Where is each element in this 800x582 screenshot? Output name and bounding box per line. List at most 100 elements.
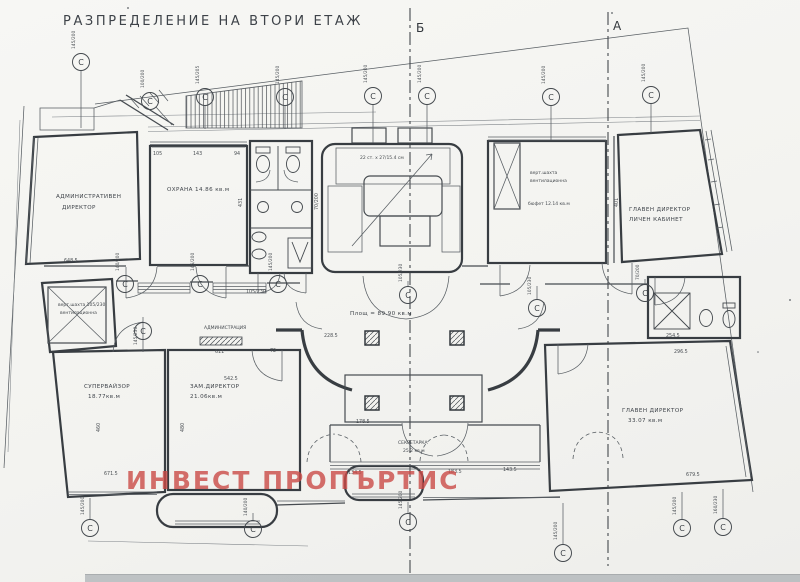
svg-text:145/200: 145/200 bbox=[190, 253, 196, 271]
svg-text:183.5: 183.5 bbox=[448, 469, 462, 475]
svg-text:145/200: 145/200 bbox=[71, 31, 77, 49]
room-label-supervisor: СУПЕРВАЙЗОР bbox=[84, 383, 130, 390]
toilet-icon bbox=[722, 310, 736, 328]
axis-marker: С 140/200 bbox=[243, 498, 262, 538]
svg-text:вентилационна: вентилационна bbox=[530, 179, 567, 184]
sink-icon bbox=[699, 309, 713, 327]
axis-label-b: Б bbox=[416, 21, 424, 35]
svg-text:401: 401 bbox=[614, 198, 620, 207]
room-label-chief-director: ГЛАВЕН ДИРЕКТОР bbox=[622, 408, 684, 414]
shower-icon bbox=[653, 292, 691, 330]
svg-text:С: С bbox=[534, 304, 540, 313]
label-vent-shaft-top: верт.шахта bbox=[530, 171, 557, 176]
svg-text:72: 72 bbox=[270, 348, 276, 354]
structural-axes: Б А bbox=[409, 8, 622, 576]
sink-icon bbox=[257, 201, 269, 213]
svg-text:679.5: 679.5 bbox=[686, 472, 700, 478]
svg-text:С: С bbox=[560, 549, 566, 558]
svg-text:140/200: 140/200 bbox=[115, 253, 121, 271]
svg-text:105/230: 105/230 bbox=[527, 277, 533, 295]
vent-shaft-boxes bbox=[47, 142, 521, 344]
label-administration: АДМИНИСТРАЦИЯ bbox=[204, 325, 246, 331]
lintel-beam bbox=[199, 336, 243, 346]
svg-text:21.06кв.м: 21.06кв.м bbox=[190, 394, 222, 400]
svg-text:18.77кв.м: 18.77кв.м bbox=[88, 394, 120, 400]
sanitary-fixtures bbox=[250, 146, 736, 330]
svg-text:105/230: 105/230 bbox=[398, 264, 404, 282]
toilet-icon bbox=[256, 155, 270, 173]
svg-text:вентилационна: вентилационна bbox=[60, 311, 97, 316]
svg-text:С: С bbox=[405, 291, 411, 300]
terrace-hatch bbox=[39, 80, 433, 144]
svg-text:С: С bbox=[87, 524, 93, 533]
axis-marker: С 145/200 bbox=[641, 64, 660, 133]
svg-text:145/200: 145/200 bbox=[398, 491, 404, 509]
sink-icon bbox=[291, 201, 303, 213]
svg-text:С: С bbox=[78, 58, 84, 67]
door-swings bbox=[112, 169, 686, 463]
room-label-admin-director: АДМИНИСТРАТИВЕН bbox=[56, 194, 121, 200]
svg-text:296.5: 296.5 bbox=[674, 349, 688, 355]
room-label-ohrana: ОХРАНА 14.86 кв.м bbox=[167, 187, 230, 193]
staircase: 22 ст. х 27/15.4 см bbox=[327, 147, 461, 253]
room-label-chief-cabinet: ГЛАВЕН ДИРЕКТОР bbox=[629, 207, 691, 213]
axis-marker: С 105/230 bbox=[398, 264, 417, 304]
svg-text:143.5: 143.5 bbox=[503, 467, 517, 473]
axis-marker: С 145/200 bbox=[190, 253, 209, 293]
axis-label-a: А bbox=[613, 19, 622, 33]
svg-text:25.2 кв.м: 25.2 кв.м bbox=[403, 448, 425, 454]
stairs-note: 22 ст. х 27/15.4 см bbox=[360, 155, 404, 161]
scan-edge-artifact bbox=[85, 574, 800, 582]
svg-text:С: С bbox=[122, 280, 128, 289]
svg-text:143: 143 bbox=[193, 151, 202, 157]
svg-text:С: С bbox=[370, 92, 376, 101]
label-vent-shaft-left: верт.шахта 105/230 bbox=[58, 302, 106, 308]
svg-text:105: 105 bbox=[153, 151, 162, 157]
svg-text:94: 94 bbox=[234, 151, 240, 157]
room-label-bufet: бюфет 12.14 кв.м bbox=[528, 201, 570, 207]
svg-text:С: С bbox=[642, 289, 648, 298]
svg-text:460: 460 bbox=[96, 423, 102, 432]
svg-text:33.07 кв.м: 33.07 кв.м bbox=[628, 418, 662, 424]
shower-icon bbox=[287, 237, 313, 269]
svg-text:ДИРЕКТОР: ДИРЕКТОР bbox=[62, 205, 96, 211]
svg-text:145/200: 145/200 bbox=[268, 253, 274, 271]
svg-text:С: С bbox=[405, 518, 411, 527]
svg-text:С: С bbox=[197, 280, 203, 289]
scan-specks bbox=[127, 7, 791, 353]
svg-text:611: 611 bbox=[215, 349, 224, 355]
svg-text:145/200: 145/200 bbox=[672, 497, 678, 515]
svg-text:145/200: 145/200 bbox=[80, 497, 86, 515]
svg-text:С: С bbox=[424, 92, 430, 101]
svg-text:254.5: 254.5 bbox=[666, 333, 680, 339]
watermark: ИНВЕСТ ПРОПЪРТИС bbox=[126, 466, 460, 495]
toilet-icon bbox=[286, 155, 300, 173]
svg-text:С: С bbox=[648, 91, 654, 100]
svg-text:542.5: 542.5 bbox=[224, 376, 238, 382]
svg-text:145/200: 145/200 bbox=[641, 64, 647, 82]
svg-text:145/230: 145/230 bbox=[133, 327, 139, 345]
axis-marker: С 145/200 bbox=[398, 491, 417, 531]
svg-text:С: С bbox=[202, 93, 208, 102]
columns bbox=[137, 282, 465, 411]
svg-text:140/200: 140/200 bbox=[243, 498, 249, 516]
axis-marker: С 145/200 bbox=[71, 31, 90, 128]
axis-marker: С 145/200 bbox=[80, 497, 99, 537]
room-labels: АДМИНИСТРАТИВЕН ДИРЕКТОР ОХРАНА 14.86 кв… bbox=[56, 171, 691, 454]
svg-text:С: С bbox=[548, 93, 554, 102]
label-hall-area: Площ = 89.90 кв.м bbox=[350, 311, 412, 317]
svg-text:С: С bbox=[250, 525, 256, 534]
svg-text:С: С bbox=[147, 97, 153, 106]
